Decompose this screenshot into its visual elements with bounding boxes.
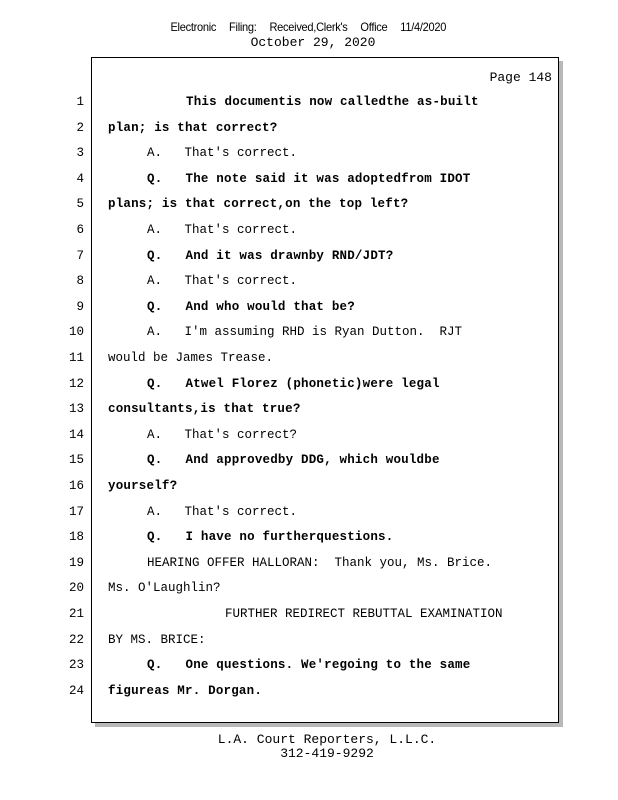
line-text: HEARING OFFER HALLORAN: Thank you, Ms. B…	[147, 555, 493, 570]
line-text: Q. And it was drawnby RND/JDT?	[147, 248, 394, 263]
line-text: A. That's correct?	[147, 427, 298, 442]
line-text: Q. One questions. We'regoing to the same	[147, 658, 471, 673]
line-number: 4	[76, 171, 84, 186]
filing-header-part: 11/4/2020	[400, 20, 447, 34]
line-text: Q. And who would that be?	[147, 299, 355, 314]
filing-header-part: Received,Clerk's	[269, 20, 348, 34]
line-text: Q. And approvedby DDG, which wouldbe	[147, 453, 440, 468]
line-number: 14	[68, 427, 84, 442]
line-text: Ms. O'Laughlin?	[108, 581, 221, 596]
line-text: plans; is that correct,on the top left?	[108, 197, 409, 212]
line-number: 6	[76, 223, 84, 237]
filing-header-part: Electronic	[170, 20, 217, 34]
transcript-page: Page 148 1 This documentis now calledthe …	[69, 57, 559, 723]
line-number: 19	[68, 555, 84, 570]
line-text: Q. The note said it was adoptedfrom IDOT	[147, 171, 471, 186]
line-number: 2	[76, 120, 84, 135]
filing-header-part: Filing:	[229, 20, 257, 34]
line-number: 1	[76, 95, 84, 109]
reporter-footer: L.A. Court Reporters, L.L.C. 312-419-929…	[0, 733, 618, 761]
line-number: 11	[68, 351, 84, 365]
line-text: A. That's correct.	[147, 504, 298, 519]
line-text: A. That's correct.	[147, 146, 298, 161]
line-text: yourself?	[108, 479, 178, 493]
line-number: 3	[76, 146, 84, 161]
electronic-filing-header: Electronic Filing: Received,Clerk's Office 1…	[24, 20, 593, 34]
line-number: 9	[76, 299, 84, 314]
line-number: 22	[68, 632, 84, 647]
filing-header-part: Office	[360, 20, 388, 34]
line-number: 16	[68, 479, 84, 493]
reporter-phone: 312-419-9292	[280, 746, 374, 761]
line-number: 17	[68, 504, 84, 519]
line-number: 12	[68, 376, 84, 391]
line-text: A. That's correct.	[147, 274, 298, 289]
line-text: figureas Mr. Dorgan.	[108, 683, 263, 698]
line-text: This documentis now calledthe as-built	[186, 95, 479, 109]
transcript-date: October 29, 2020	[250, 35, 376, 50]
line-number: 15	[68, 453, 84, 468]
line-text: plan; is that correct?	[108, 120, 278, 135]
line-number: 20	[68, 581, 84, 596]
line-number: 24	[68, 683, 84, 698]
line-number: 5	[76, 197, 84, 212]
line-text: Q. Atwel Florez (phonetic)were legal	[147, 376, 440, 391]
line-text: BY MS. BRICE:	[108, 632, 206, 647]
line-text: FURTHER REDIRECT REBUTTAL EXAMINATION	[225, 607, 503, 621]
line-number: 18	[68, 530, 84, 545]
line-text: consultants,is that true?	[108, 402, 301, 417]
line-text: Q. I have no furtherquestions.	[147, 530, 394, 545]
line-text: A. I'm assuming RHD is Ryan Dutton. RJT	[147, 325, 463, 340]
line-number: 7	[76, 248, 84, 263]
reporter-company: L.A. Court Reporters, L.L.C.	[217, 732, 437, 747]
page-number: Page 148	[489, 70, 552, 85]
line-text: would be James Trease.	[108, 351, 274, 365]
line-number: 21	[68, 607, 84, 621]
line-number: 23	[68, 658, 84, 673]
line-number: 8	[76, 274, 84, 289]
line-number: 13	[68, 402, 84, 417]
line-text: A. That's correct.	[147, 223, 298, 237]
line-number: 10	[68, 325, 84, 340]
